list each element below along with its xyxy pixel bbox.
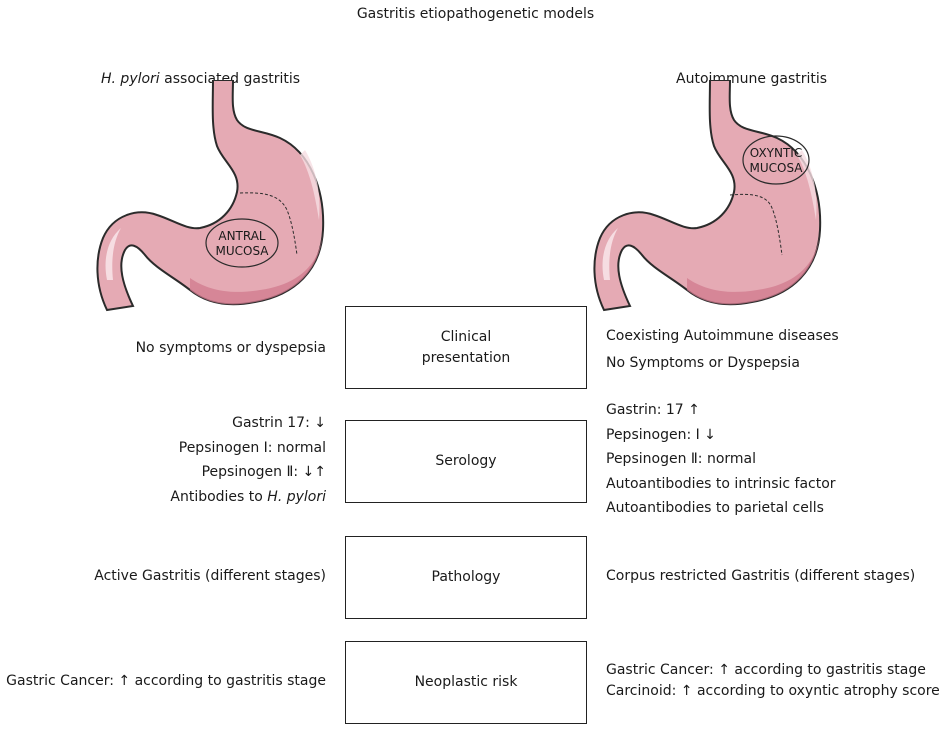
category-box-serology: Serology (345, 420, 587, 503)
left-serology-line: Antibodies to H. pylori (170, 485, 326, 510)
left-serology: Gastrin 17: ↓ Pepsinogen Ⅰ: normal Pepsi… (170, 411, 326, 509)
right-clinical-line: Coexisting Autoimmune diseases (606, 328, 839, 344)
category-label: Clinical presentation (421, 328, 511, 366)
category-box-clinical-presentation: Clinical presentation (345, 306, 587, 389)
left-heading-rest: associated gastritis (159, 71, 301, 87)
right-pathology: Corpus restricted Gastritis (different s… (606, 564, 915, 589)
oxyntic-label-line2: MUCOSA (749, 161, 803, 175)
left-neoplastic-line: Gastric Cancer: ↑ according to gastritis… (6, 673, 326, 689)
category-box-pathology: Pathology (345, 536, 587, 619)
right-serology: Gastrin: 17 ↑ Pepsinogen: Ⅰ ↓ Pepsinogen… (606, 398, 836, 521)
diagram-title: Gastritis etiopathogenetic models (356, 6, 595, 22)
category-label: Neoplastic risk (414, 674, 518, 690)
right-serology-line: Pepsinogen Ⅱ: normal (606, 451, 757, 467)
left-serology-line: Gastrin 17: ↓ (232, 415, 326, 431)
left-neoplastic: Gastric Cancer: ↑ according to gastritis… (6, 669, 326, 694)
category-box-neoplastic-risk: Neoplastic risk (345, 641, 587, 724)
category-label: Serology (435, 453, 497, 469)
right-clinical: Coexisting Autoimmune diseases No Sympto… (606, 323, 839, 377)
oxyntic-label-line1: OXYNTIC (750, 146, 802, 160)
stomach-icon: ANTRAL MUCOSA (96, 80, 325, 312)
right-pathology-line: Corpus restricted Gastritis (different s… (606, 568, 916, 584)
left-column-heading: H. pylori associated gastritis (101, 71, 300, 87)
right-neoplastic-line: Carcinoid: ↑ according to oxyntic atroph… (606, 683, 940, 699)
right-serology-line: Pepsinogen: Ⅰ ↓ (606, 426, 716, 443)
left-stomach-illustration (96, 80, 325, 312)
right-stomach-illustration (593, 80, 822, 312)
category-label: Pathology (431, 569, 501, 585)
left-serology-line: Pepsinogen Ⅰ: normal (178, 439, 326, 456)
left-clinical: No symptoms or dyspepsia (136, 336, 326, 361)
stomach-icon: OXYNTIC MUCOSA (593, 80, 822, 312)
antral-label-line2: MUCOSA (215, 244, 269, 258)
left-pathology-line: Active Gastritis (different stages) (94, 568, 326, 584)
hpylori-italic: H. pylori (101, 71, 160, 87)
antibodies-text: Antibodies to (170, 488, 268, 505)
right-serology-line: Autoantibodies to parietal cells (606, 500, 824, 516)
left-pathology: Active Gastritis (different stages) (94, 564, 326, 589)
left-clinical-line: No symptoms or dyspepsia (135, 340, 326, 356)
right-neoplastic-line: Gastric Cancer: ↑ according to gastritis… (606, 662, 926, 678)
left-serology-line: Pepsinogen Ⅱ: ↓↑ (201, 464, 326, 480)
antral-label-line1: ANTRAL (218, 229, 266, 243)
hpylori-italic: H. pylori (267, 488, 326, 505)
right-clinical-line: No Symptoms or Dyspepsia (606, 355, 800, 371)
right-serology-line: Autoantibodies to intrinsic factor (606, 475, 836, 492)
right-neoplastic: Gastric Cancer: ↑ according to gastritis… (606, 660, 940, 702)
right-serology-line: Gastrin: 17 ↑ (606, 402, 700, 418)
